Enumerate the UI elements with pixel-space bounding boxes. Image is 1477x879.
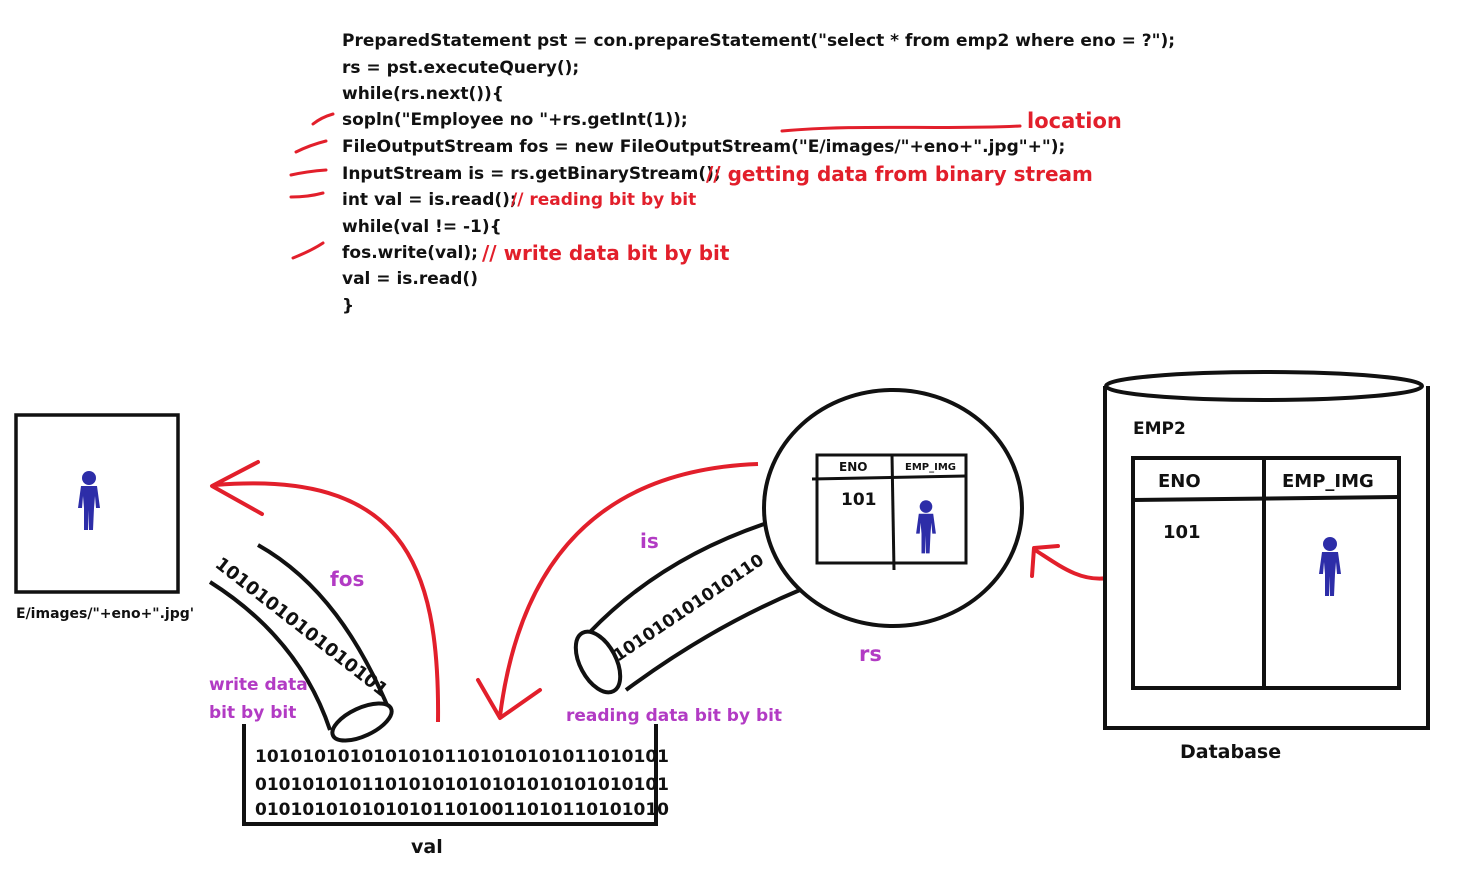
- code-line-4: sopln("Employee no "+rs.getInt(1));: [342, 110, 688, 130]
- is-tube-opening: [573, 629, 623, 695]
- file-path-label: E/images/"+eno+".jpg': [16, 606, 194, 622]
- database-col-eno: ENO: [1158, 471, 1201, 492]
- is-tube-inner: [624, 588, 801, 692]
- arrow-head: [1030, 544, 1060, 578]
- resultset-table: [815, 453, 968, 565]
- check-mark: [311, 112, 335, 126]
- code-line-3: while(rs.next()){: [342, 84, 504, 104]
- resultset-col-eno: ENO: [839, 460, 867, 474]
- database: EMP2 ENO EMP_IMG 101 Database: [1103, 370, 1430, 763]
- output-image-file: E/images/"+eno+".jpg': [14, 413, 194, 622]
- code-line-2: rs = pst.executeQuery();: [342, 58, 579, 78]
- location-underline: [780, 124, 1022, 133]
- arrow-head: [476, 678, 542, 720]
- code-line-11: }: [342, 296, 354, 316]
- is-tube-outer: [588, 520, 771, 634]
- resultset-col-img: EMP_IMG: [905, 462, 956, 473]
- val-row-1: 10101010101010101101010101011010101: [255, 747, 669, 767]
- write-label-line2: bit by bit: [209, 703, 296, 723]
- write-label-line1: write data: [209, 675, 308, 695]
- resultset-label: rs: [859, 642, 882, 666]
- arrow-shaft: [498, 462, 759, 717]
- fos-tube-outer: [208, 580, 332, 731]
- code-line-8: while(val != -1){: [342, 217, 502, 237]
- arrow-to-resultset: [1030, 544, 1109, 581]
- val-label: val: [411, 836, 443, 858]
- code-line-7: int val = is.read();: [342, 190, 517, 210]
- fos-tube-opening: [330, 701, 394, 743]
- code-line-6: InputStream is = rs.getBinaryStream();: [342, 164, 721, 184]
- arrow-shaft: [214, 481, 441, 723]
- comment-location: location: [1027, 109, 1122, 133]
- fos-label: fos: [330, 567, 364, 591]
- check-mark: [289, 191, 325, 199]
- database-eno-value: 101: [1163, 522, 1201, 543]
- database-table-name: EMP2: [1133, 419, 1186, 439]
- fos-tube-inner: [257, 543, 392, 713]
- comment-binary-stream: // getting data from binary stream: [706, 162, 1093, 186]
- resultset-eno-value: 101: [841, 490, 877, 510]
- resultset-header-divider: [811, 474, 967, 481]
- reading-label: reading data bit by bit: [566, 706, 782, 726]
- database-header-divider: [1132, 495, 1400, 502]
- code-line-1: PreparedStatement pst = con.prepareState…: [342, 31, 1175, 51]
- val-row-2: 01010101011010101010101010101010101: [255, 775, 669, 795]
- check-mark: [289, 168, 328, 177]
- val-row-3: 01010101010101011010011010110101010: [255, 800, 669, 820]
- val-buffer-frame: [242, 724, 658, 826]
- code-block: PreparedStatement pst = con.prepareState…: [289, 31, 1175, 316]
- code-line-5: FileOutputStream fos = new FileOutputStr…: [342, 137, 1065, 157]
- resultset-column-divider: [890, 454, 896, 571]
- arrow-shaft: [1033, 548, 1109, 581]
- check-mark: [291, 241, 325, 260]
- resultset: ENO EMP_IMG 101 rs: [762, 388, 1024, 666]
- is-label: is: [640, 529, 659, 553]
- fos-stream: 10101010101010101 fos write data bit by …: [208, 543, 394, 743]
- code-line-9: fos.write(val);: [342, 243, 478, 263]
- arrow-head: [210, 460, 264, 516]
- arrow-to-buffer: [476, 462, 759, 720]
- arrow-to-file: [210, 460, 441, 723]
- is-stream: 101010101010110 is reading data bit by b…: [566, 520, 801, 726]
- database-col-img: EMP_IMG: [1282, 471, 1374, 492]
- comment-reading: // reading bit by bit: [511, 190, 696, 210]
- database-label: Database: [1180, 741, 1281, 763]
- database-cylinder-body: [1103, 386, 1430, 730]
- val-buffer: 10101010101010101101010101011010101 0101…: [242, 724, 669, 858]
- database-cylinder-top: [1104, 370, 1424, 402]
- comment-write: // write data bit by bit: [482, 241, 730, 265]
- code-line-10: val = is.read(): [342, 269, 478, 289]
- check-mark: [294, 139, 328, 154]
